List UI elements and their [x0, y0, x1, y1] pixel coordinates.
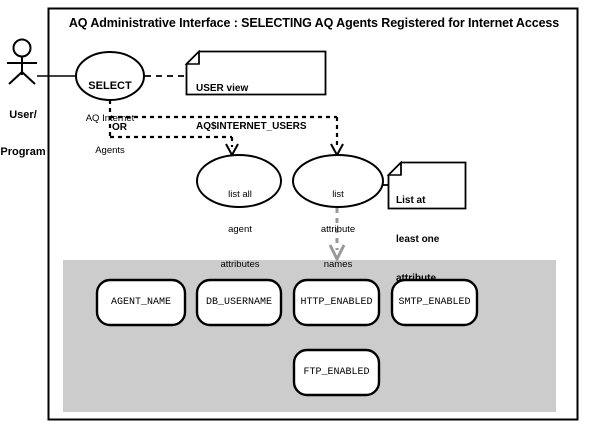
- attribute-box-ftp-enabled[interactable]: [292, 348, 381, 397]
- usecase-label-line3: Agents: [95, 144, 125, 156]
- usecase-label-select-aq-internet-agents: SELECT AQ Internet Agents: [72, 59, 148, 178]
- usecase-label-line3: names: [323, 258, 353, 270]
- or-branch-label: OR: [112, 122, 127, 133]
- note-user-view-label: USER view AQ$INTERNET_USERS: [196, 58, 316, 158]
- usecase-label-line2: agent: [228, 223, 252, 235]
- actor-leg-left-line: [8, 71, 23, 85]
- attribute-box-agent-name[interactable]: [95, 278, 187, 327]
- attribute-boxes-row-2: [292, 348, 381, 397]
- actor-label-line2: Program: [0, 145, 46, 158]
- attribute-label-smtp-enabled: SMTP_ENABLED: [398, 297, 471, 308]
- actor-leg-right-line: [21, 71, 36, 85]
- usecase-label-line3: attributes: [220, 258, 260, 270]
- attribute-label-http-enabled: HTTP_ENABLED: [300, 297, 373, 308]
- usecase-ellipse-list-attribute-names: [292, 154, 384, 208]
- usecase-ellipse-list-all-agent-attributes: [196, 154, 282, 208]
- attribute-box-smtp-enabled[interactable]: [390, 278, 479, 327]
- usecase-label-line2: attribute: [320, 223, 356, 235]
- actor-label-line1: User/: [9, 108, 37, 121]
- attribute-label-agent-name: AGENT_NAME: [110, 297, 171, 308]
- usecase-label-line1: list all: [228, 189, 252, 201]
- usecase-label-line2: AQ Internet: [85, 112, 135, 124]
- attribute-box-db-username[interactable]: [195, 278, 283, 327]
- note-least-one-line1: List at: [396, 195, 426, 206]
- usecase-label-line1: SELECT: [88, 80, 132, 93]
- panel-link-arrowhead: [328, 244, 346, 263]
- note-user-view-line2: AQ$INTERNET_USERS: [196, 120, 307, 132]
- actor-head-icon: [12, 38, 32, 58]
- actor-label: User/ Program: [0, 84, 46, 183]
- attribute-box-http-enabled[interactable]: [292, 278, 381, 327]
- note-least-one-attribute-shape: [386, 160, 467, 210]
- page-title: AQ Administrative Interface : SELECTING …: [68, 16, 560, 30]
- actor-user-program: [7, 38, 37, 85]
- attribute-label-ftp-enabled: FTP_ENABLED: [303, 367, 370, 378]
- note-user-view-line1: USER view: [196, 83, 249, 94]
- note-least-one-line3: attribute: [396, 273, 436, 284]
- usecase-label-line1: list: [332, 189, 344, 201]
- note-least-one-line2: least one: [396, 234, 440, 245]
- panel-link-arrow: [328, 208, 346, 263]
- attribute-boxes-row-1: [95, 278, 479, 327]
- usecase-label-list-attribute-names: list attribute names: [303, 166, 373, 293]
- note-user-view-shape: [184, 49, 327, 96]
- usecase-label-list-all-agent-attributes: list all agent attributes: [205, 166, 275, 293]
- attribute-label-db-username: DB_USERNAME: [205, 297, 272, 308]
- note-least-one-attribute-label: List at least one attribute: [396, 168, 466, 311]
